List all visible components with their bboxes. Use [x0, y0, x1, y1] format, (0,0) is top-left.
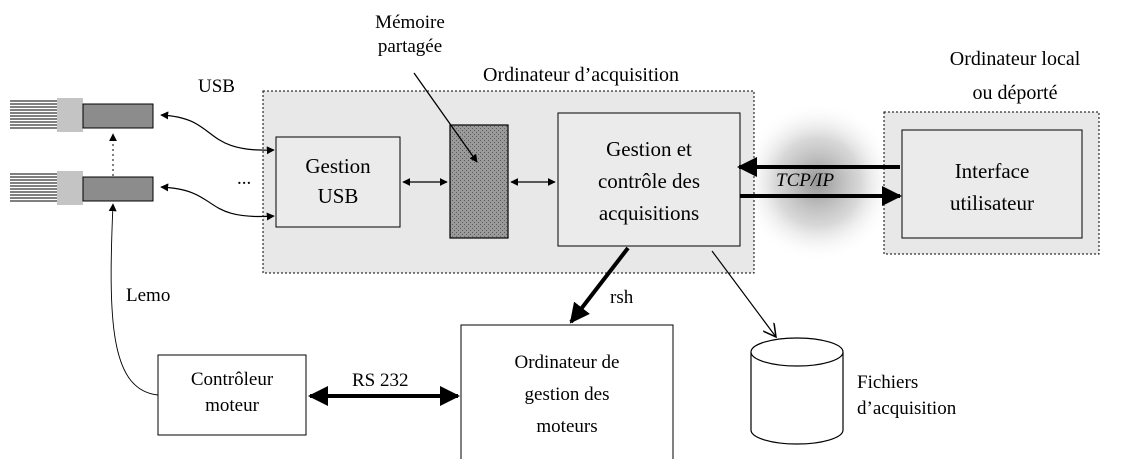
network-halo: [740, 102, 896, 262]
motor-controller-box: [157, 354, 307, 436]
acquisition-computer-title: Ordinateur d’acquisition: [483, 64, 680, 86]
motor-computer-label-line1: Ordinateur de: [514, 352, 620, 373]
usb-label: USB: [198, 76, 235, 97]
motor-controller-label-line2: moteur: [205, 395, 259, 416]
acquisition-control-label-line2: contrôle des: [597, 169, 701, 193]
local-computer-title-line1: Ordinateur local: [949, 48, 1081, 70]
shared-memory-label-line1: Mémoire: [375, 12, 445, 33]
user-interface-label-line2: utilisateur: [950, 191, 1034, 215]
user-interface-label-line1: Interface: [954, 159, 1030, 183]
usb-link-2: [160, 183, 275, 221]
user-interface-box: [901, 129, 1083, 239]
lemo-label: Lemo: [126, 285, 171, 306]
motor-computer-box: [460, 324, 674, 459]
acquisition-control-label-line1: Gestion et: [606, 137, 692, 161]
rs232-label: RS 232: [352, 370, 409, 391]
motor-computer-label-line2: gestion des: [524, 384, 610, 405]
files-arrow: [711, 250, 776, 337]
usb-management-label-line2: USB: [317, 184, 359, 208]
motor-controller-label-line1: Contrôleur: [190, 369, 274, 390]
detector-2: [10, 171, 154, 205]
shared-memory-block: [449, 124, 509, 239]
acquisition-control-box: [557, 112, 741, 247]
tcpip-label: TCP/IP: [776, 170, 835, 191]
usb-management-label-line1: Gestion: [305, 154, 371, 178]
files-label-line2: d’acquisition: [857, 398, 957, 419]
files-label-line1: Fichiers: [857, 372, 919, 393]
shared-memory-label-line2: partagée: [377, 36, 443, 57]
memory-label-pointer: [413, 72, 478, 163]
usb-management-box: [275, 136, 401, 228]
ellipsis-label: ...: [237, 168, 252, 189]
motor-computer-label-line3: moteurs: [536, 416, 598, 437]
detector-1: [10, 98, 154, 132]
acquisition-control-label-line3: acquisitions: [598, 201, 700, 225]
local-computer-title-line2: ou déporté: [972, 82, 1058, 104]
rsh-label: rsh: [610, 287, 634, 308]
acquisition-files-cylinder: [750, 337, 844, 445]
rsh-arrow: [569, 246, 630, 324]
usb-link-1: [160, 111, 275, 155]
lemo-link: [108, 203, 159, 396]
